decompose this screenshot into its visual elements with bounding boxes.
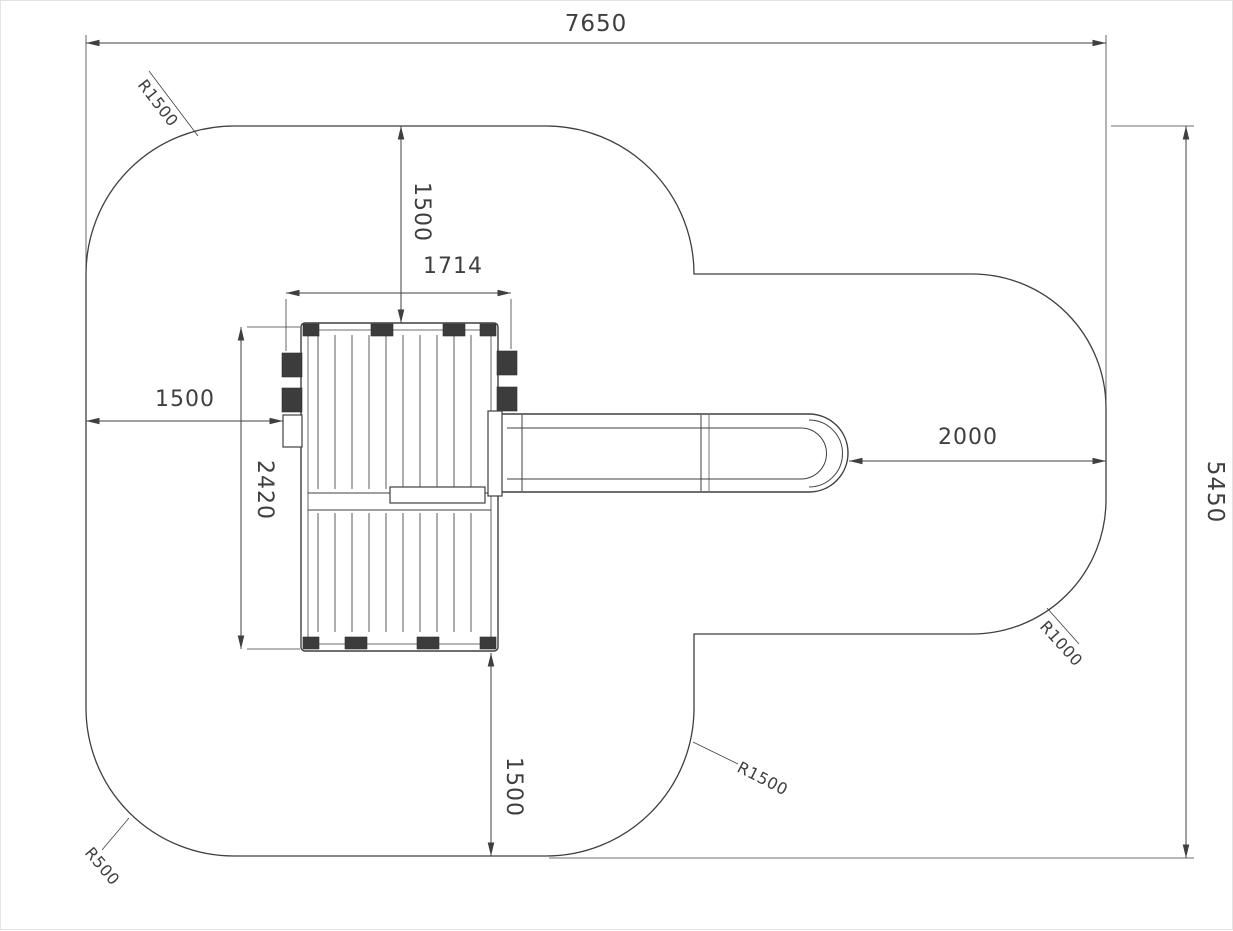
radius-value: R1500 — [134, 76, 182, 131]
slide-body — [498, 413, 849, 493]
dimension-value: 2000 — [938, 425, 998, 450]
side-bracket-right — [496, 386, 518, 412]
deck-planks-lower — [317, 513, 472, 632]
dimension-value: 5450 — [1202, 461, 1228, 524]
radius-value: R1500 — [734, 758, 791, 800]
radius-callout-bottom-center: R1500 — [692, 741, 791, 800]
dimension-overall-height: 5450 — [549, 125, 1228, 859]
slide — [487, 410, 849, 497]
tower-post — [370, 323, 394, 337]
tower-post — [302, 323, 320, 337]
radius-value: R500 — [81, 843, 124, 889]
dimension-right-clearance: 2000 — [849, 425, 1106, 465]
tower-post — [302, 636, 320, 650]
leader-line — [148, 70, 199, 137]
safety-zone-outline — [85, 125, 1107, 857]
leader-line — [692, 741, 739, 765]
dimension-platform-depth: 2420 — [237, 326, 300, 650]
dimension-overall-width: 7650 — [85, 11, 1107, 404]
side-panel-left — [282, 414, 303, 448]
tower-post — [416, 636, 440, 650]
tower-post — [344, 636, 368, 650]
dimension-bottom-clearance: 1500 — [487, 653, 526, 856]
dimension-value: 1500 — [409, 182, 434, 242]
dimension-value: 1714 — [423, 254, 483, 279]
slide-exit-frame — [487, 410, 503, 497]
radius-callout-bottom-left: R500 — [81, 817, 130, 889]
dimension-value: 1500 — [155, 387, 215, 412]
deck-step-panel — [389, 486, 486, 504]
radius-callout-right: R1000 — [1036, 607, 1087, 670]
dimension-left-clearance: 1500 — [86, 387, 283, 425]
dimension-value: 7650 — [565, 11, 628, 37]
platform-tower — [281, 322, 518, 652]
safety-zone-boundary — [85, 125, 1107, 857]
slide-end-cap-inner — [800, 427, 827, 480]
deck-planks-upper — [317, 335, 472, 489]
tower-post — [442, 323, 466, 337]
side-bracket-right — [496, 350, 518, 376]
tower-post — [479, 636, 497, 650]
side-bracket-left — [281, 387, 303, 413]
dimension-platform-width: 1714 — [285, 254, 512, 351]
side-bracket-left — [281, 352, 303, 378]
tower-post — [479, 323, 497, 337]
dimension-value: 2420 — [252, 460, 277, 520]
leader-line — [101, 817, 130, 851]
dimension-value: 1500 — [501, 757, 526, 817]
slide-end-cap-outer — [808, 419, 843, 488]
leader-line — [1046, 607, 1080, 645]
radius-callout-top-left: R1500 — [134, 70, 199, 137]
